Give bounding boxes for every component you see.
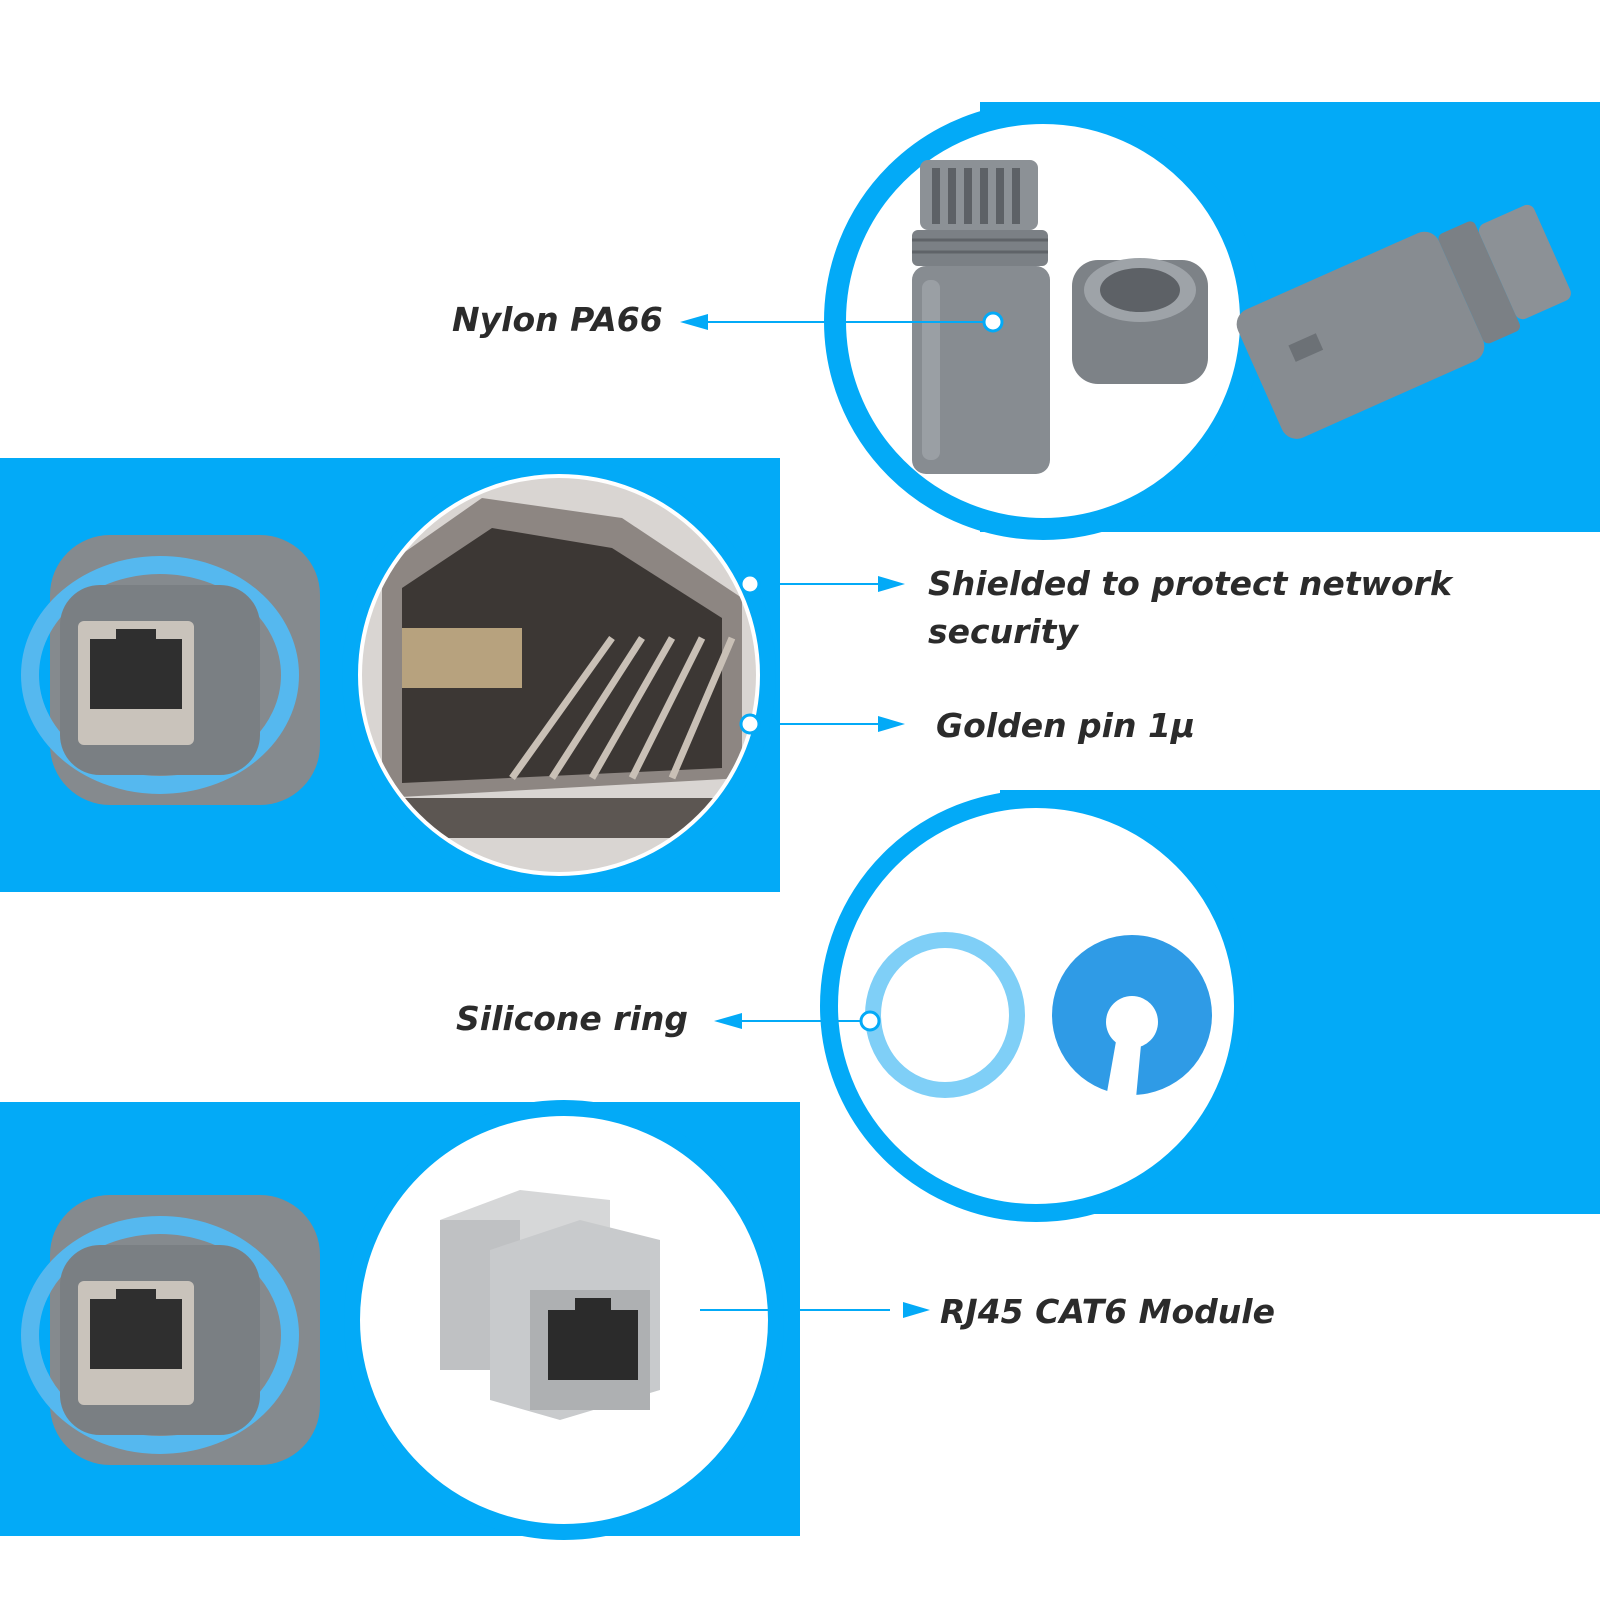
label-rj45-module: RJ45 CAT6 Module	[940, 1292, 1275, 1331]
connector-front-image-1	[21, 535, 320, 805]
label-golden-pin: Golden pin 1μ	[936, 706, 1196, 745]
nylon-housing-image	[912, 160, 1571, 474]
silicone-ring-image	[865, 932, 1212, 1098]
connector-front-image-2	[21, 1195, 320, 1465]
rj45-module-image	[440, 1190, 660, 1420]
shielded-closeup-image	[362, 478, 756, 872]
label-silicone-ring: Silicone ring	[456, 999, 688, 1038]
label-shielded: Shielded to protect network security	[928, 564, 1452, 651]
label-nylon-pa66: Nylon PA66	[452, 300, 663, 339]
